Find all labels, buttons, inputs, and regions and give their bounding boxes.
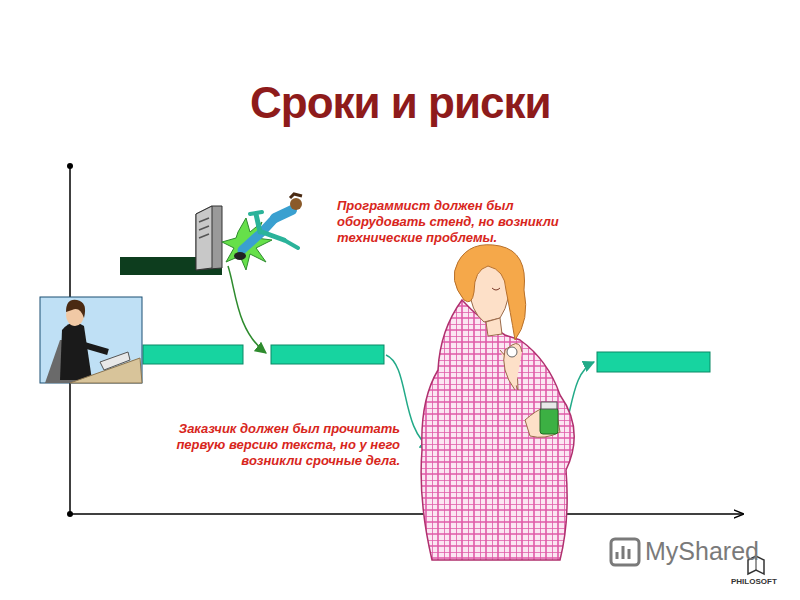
watermark: PHILOSOFT bbox=[731, 577, 777, 586]
server-crash-icon bbox=[196, 194, 302, 270]
slide-title: Сроки и риски bbox=[250, 78, 551, 128]
office-worker-icon bbox=[40, 297, 142, 383]
customer-figure bbox=[421, 245, 574, 560]
risk-note: Программист должен был оборудовать стенд… bbox=[337, 198, 577, 246]
axes bbox=[67, 163, 743, 517]
watermark: MyShared bbox=[645, 537, 759, 566]
risk-note: Заказчик должен был прочитать первую вер… bbox=[160, 421, 400, 469]
